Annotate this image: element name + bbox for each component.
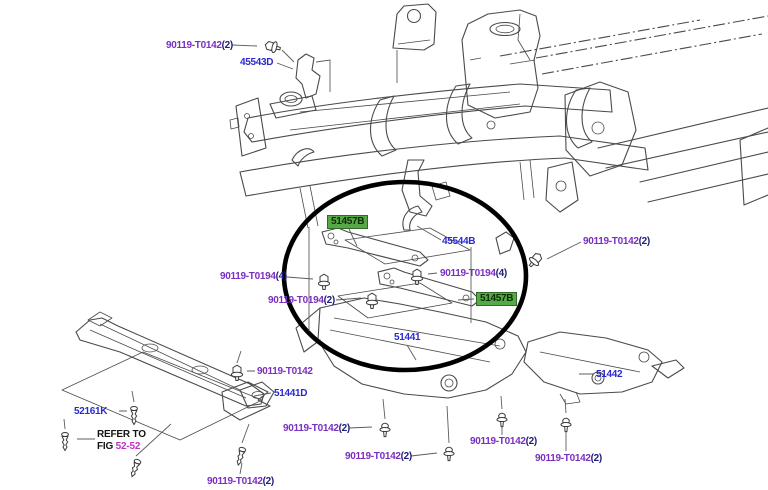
clip-icon [234,446,247,467]
part-callout-51442[interactable]: 51442 [596,369,623,380]
bolt-icon [230,364,244,381]
annotation-ellipse [281,179,529,373]
refer-note-line2: FIG 52-52 [97,440,141,452]
hardware-callout-90119-T0142-bottom-3[interactable]: 90119-T0142(2) [470,436,537,447]
hardware-callout-90119-T0142-bottom-1[interactable]: 90119-T0142(2) [283,423,350,434]
hardware-callout-90119-T0194-left[interactable]: 90119-T0194(4) [220,271,287,282]
hardware-callout-90119-T0194-lower-left[interactable]: 90119-T0194(2) [268,295,335,306]
screw-icon [496,412,508,428]
screw-icon [443,446,455,462]
part-callout-45543D[interactable]: 45543D [240,57,274,68]
hardware-callout-90119-T0142-right[interactable]: 90119-T0142(2) [583,236,650,247]
clip-icon [61,432,69,451]
bolt-icon [410,268,424,285]
part-callout-51457B-lower-highlighted[interactable]: 51457B [476,292,518,306]
bolt-icon [263,38,283,55]
hardware-callout-90119-T0142-mid-left[interactable]: 90119-T0142 [257,366,313,377]
screw-icon [379,422,391,438]
front-frame-assembly-art [229,3,768,255]
clip-icon [128,458,142,479]
part-callout-51457B-upper-highlighted[interactable]: 51457B [327,215,369,229]
hardware-callout-90119-T0142-top-left[interactable]: 90119-T0142(2) [166,40,233,51]
bolt-icon [317,273,331,290]
hardware-callout-90119-T0194-center[interactable]: 90119-T0194(4) [440,268,507,279]
bolt-icon [525,250,545,271]
part-callout-52161K[interactable]: 52161K [74,406,108,417]
figure-link-52-52[interactable]: 52-52 [115,440,141,452]
engine-under-cover-art [295,297,685,405]
part-callout-45544B[interactable]: 45544B [442,236,476,247]
hardware-callout-90119-T0142-bottom-4[interactable]: 90119-T0142(2) [535,453,602,464]
part-callout-51441[interactable]: 51441 [394,332,421,343]
screw-icon [560,417,572,433]
refer-note-line1: REFER TO [97,429,146,440]
hardware-callout-90119-T0142-bottom-2[interactable]: 90119-T0142(2) [345,451,412,462]
leader-lines [63,44,593,475]
hardware-callout-90119-T0142-bottom-5[interactable]: 90119-T0142(2) [207,476,274,487]
refer-to-fig-note: REFER TO FIG 52-52 [97,429,146,452]
bolt-icon [365,292,379,309]
part-callout-51441D[interactable]: 51441D [274,388,308,399]
